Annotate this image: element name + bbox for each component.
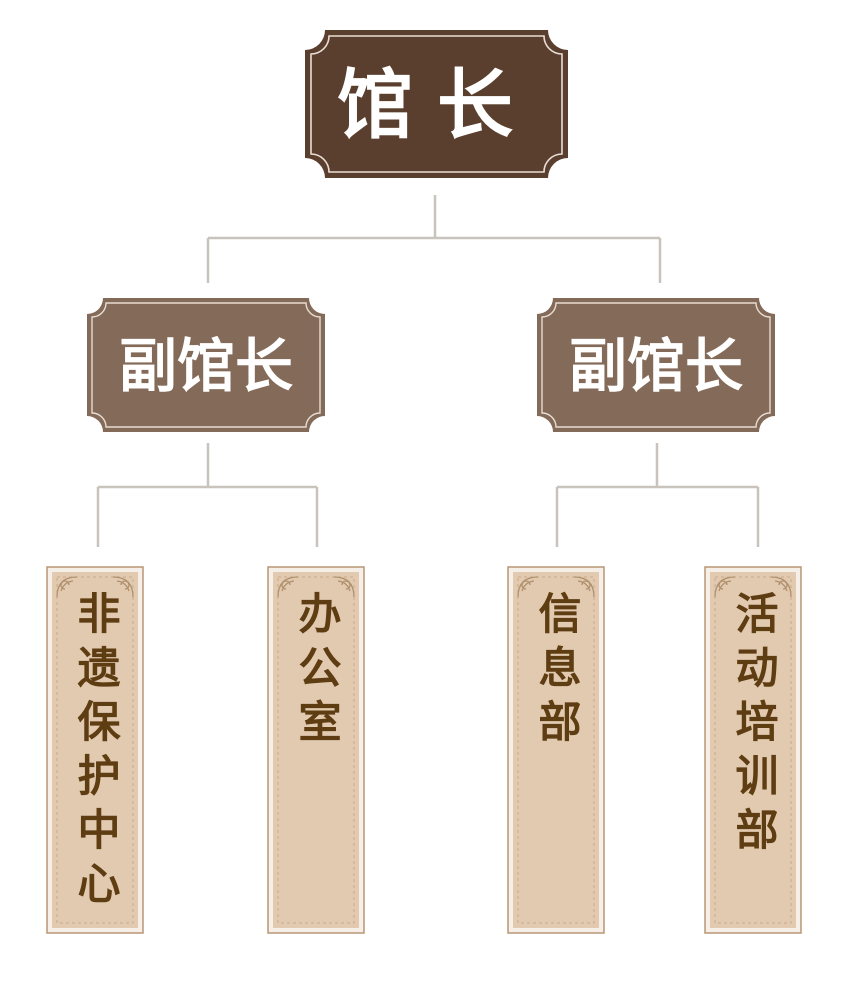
director-label: 馆长 [337,61,537,150]
director-plaque-border [310,35,563,173]
deputy-plaque-border-2 [541,302,771,428]
corner-ornament-icon [714,576,792,598]
connector-deputy-1-to-departments [96,443,319,547]
department-label: 信息部 [531,591,582,753]
connector-director-to-deputies [206,195,662,283]
department-card-dashed-border [277,576,355,924]
department-card-dashed-border [517,576,595,924]
corner-ornament-icon [56,576,134,598]
department-card-panel [273,572,359,928]
deputy-plaque-shape-1 [87,298,325,432]
department-card-2: 办公室 [267,566,365,934]
department-label: 办公室 [291,591,342,753]
deputy-plaque-shape-2 [537,298,775,432]
department-label: 非遗保护中心 [70,591,121,915]
director-box: 馆长 [305,30,568,178]
department-card-dashed-border [714,576,792,924]
connector-lines [96,195,760,547]
deputy-label-1: 副馆长 [119,332,293,400]
corner-ornament-icon [517,576,595,598]
deputy-box-2: 副馆长 [537,298,775,432]
deputy-plaque-border-1 [91,302,321,428]
director-plaque-shape [305,30,568,178]
department-card-3: 信息部 [507,566,605,934]
deputy-box-1: 副馆长 [87,298,325,432]
deputy-label-2: 副馆长 [569,332,743,400]
department-card-panel [52,572,138,928]
corner-ornament-icon [277,576,355,598]
department-label: 活动培训部 [728,591,779,861]
department-card-panel [513,572,599,928]
connector-deputy-2-to-departments [555,443,760,547]
department-card-1: 非遗保护中心 [46,566,144,934]
department-card-4: 活动培训部 [704,566,802,934]
department-card-dashed-border [56,576,134,924]
department-card-panel [710,572,796,928]
